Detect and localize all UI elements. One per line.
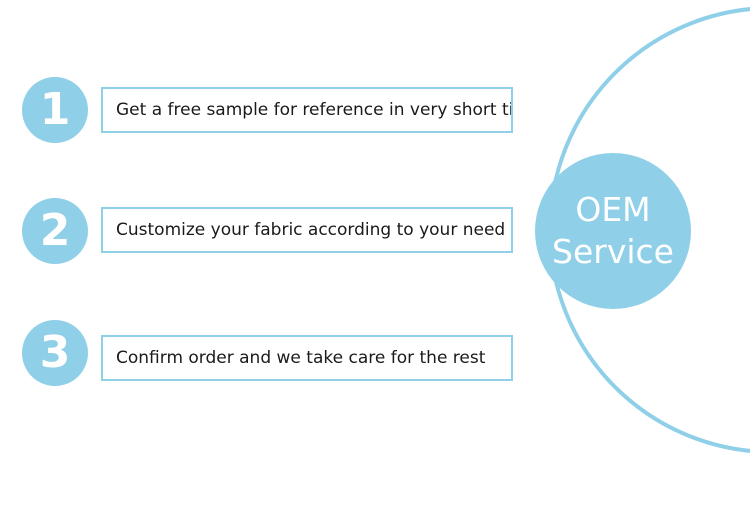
oem-service-circle: OEM Service [535,153,691,309]
step-number-badge-3: 3 [22,320,88,386]
step-number-badge-2: 2 [22,198,88,264]
service-label: Service [552,232,674,271]
step-number-badge-1: 1 [22,77,88,143]
step-box-2: Customize your fabric according to your … [101,207,513,253]
step-box-3: Confirm order and we take care for the r… [101,335,513,381]
step-box-1: Get a free sample for reference in very … [101,87,513,133]
oem-label: OEM [575,190,651,229]
